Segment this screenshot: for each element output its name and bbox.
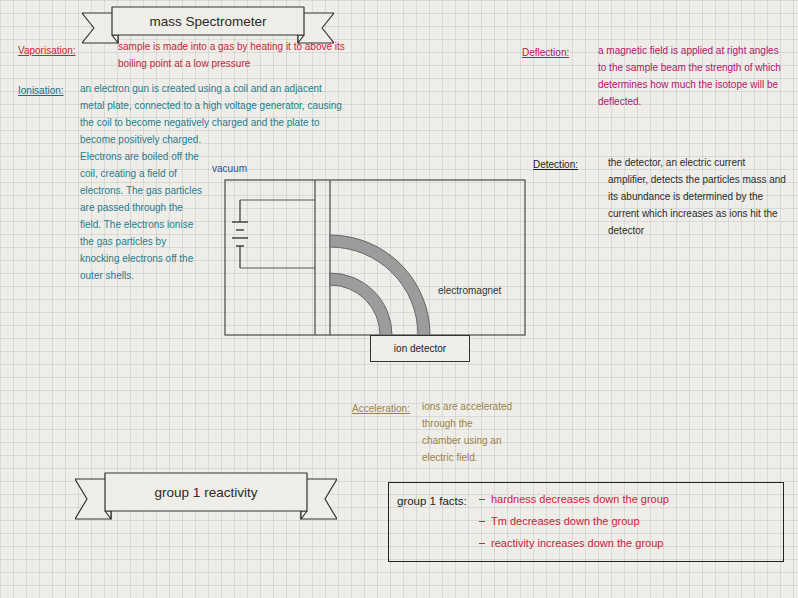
banner-face: [112, 7, 304, 35]
fact-list: hardness decreases down the group Tm decr…: [477, 488, 669, 554]
note-text: a magnetic field is applied at right ang…: [598, 42, 786, 110]
fact-item: hardness decreases down the group: [477, 488, 669, 510]
fact-item: reactivity increases down the group: [477, 532, 669, 554]
note-text: ions are accelerated through the chamber…: [422, 398, 514, 466]
part-label: vacuum: [212, 160, 247, 177]
section-heading: Deflection:: [522, 44, 569, 61]
fact-item: Tm decreases down the group: [477, 510, 669, 532]
bullet-dash: [479, 543, 485, 544]
magnet-band: [330, 235, 430, 335]
banner-text: mass Spectrometer: [112, 7, 304, 35]
bullet-dash: [479, 521, 485, 522]
wrap-spacer: [206, 131, 346, 343]
facts-box: group 1 facts: hardness decreases down th…: [388, 482, 784, 562]
title-banner: mass Spectrometer: [82, 4, 334, 44]
note-text: an electron gun is created using a coil …: [80, 80, 346, 343]
plate-line: [329, 180, 330, 335]
bullet-dash: [479, 499, 485, 500]
section-heading: Vaporisation:: [18, 42, 76, 59]
banner-text: group 1 reactivity: [105, 473, 307, 511]
banner-fold: [105, 511, 111, 519]
section-heading: Detection:: [533, 156, 578, 173]
section-banner: group 1 reactivity: [75, 470, 337, 520]
note-text: the detector, an electric current amplif…: [608, 154, 786, 239]
magnet-band: [330, 273, 392, 335]
banner-fold: [112, 35, 118, 43]
box-text: ion detector: [394, 342, 446, 356]
banner-fold: [301, 511, 307, 519]
chamber-outline: [225, 180, 525, 335]
box-heading: group 1 facts:: [397, 492, 467, 510]
fact-text: hardness decreases down the group: [491, 493, 669, 505]
section-heading: Ionisation:: [18, 82, 64, 99]
part-label: electromagnet: [438, 282, 501, 299]
plate-line: [314, 180, 315, 335]
section-heading: Acceleration:: [352, 400, 410, 417]
battery-symbol: [232, 200, 248, 268]
fact-text: Tm decreases down the group: [491, 515, 640, 527]
banner-face: [105, 473, 307, 511]
banner-fold: [298, 35, 304, 43]
detector-box: ion detector: [370, 335, 470, 362]
wire: [240, 200, 315, 268]
fact-text: reactivity increases down the group: [491, 537, 663, 549]
